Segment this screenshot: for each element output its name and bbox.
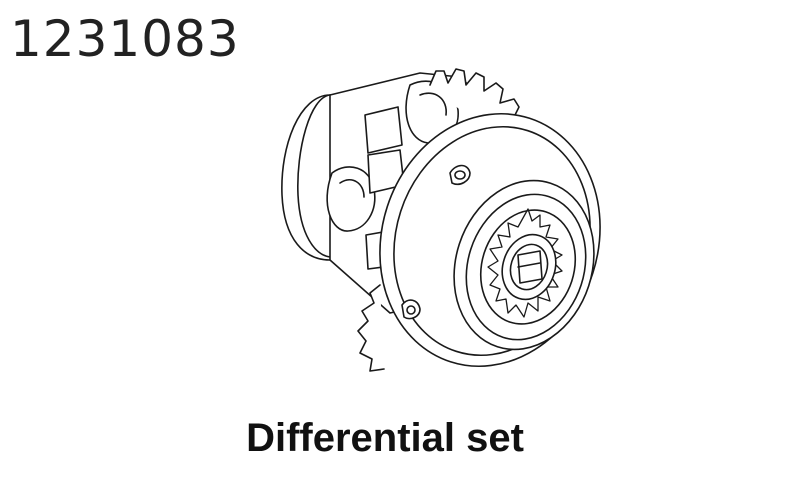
end-cap-rim: [465, 193, 587, 341]
spline-ring: [479, 209, 577, 325]
spline-teeth: [487, 208, 563, 318]
center-slot: [517, 250, 543, 284]
part-number: 1231083: [10, 10, 240, 68]
mounting-tab-top: [449, 164, 471, 186]
differential-set-icon: [281, 68, 601, 372]
spider-gears: [326, 80, 459, 270]
part-name: Differential set: [246, 416, 524, 460]
mounting-tab-bottom: [401, 299, 421, 320]
housing-back-rim: [297, 94, 331, 258]
